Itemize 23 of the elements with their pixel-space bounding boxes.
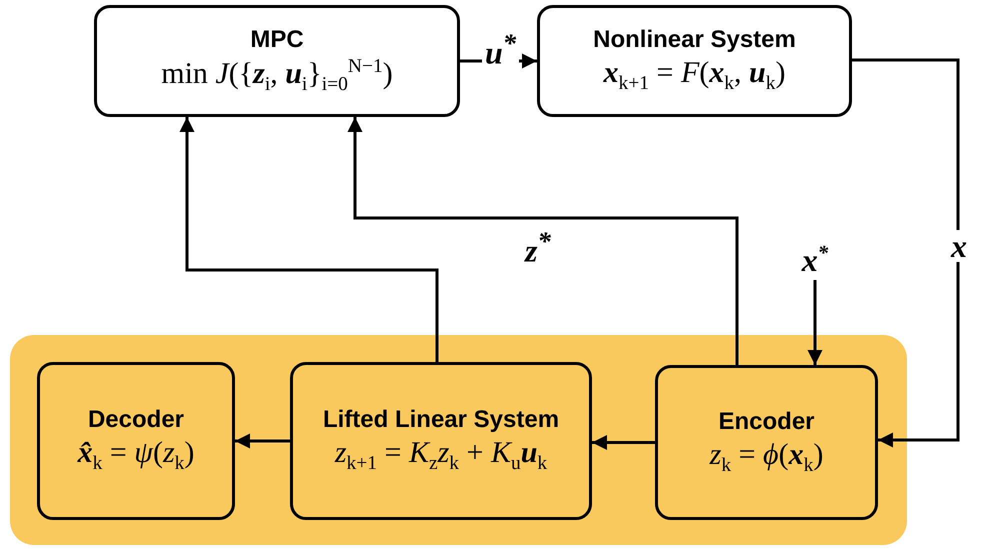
process-box (37, 362, 235, 520)
equation: min J({z$_{i}$, u$_{i}$}$_{i=0}$$^{N−1}$) (161, 54, 393, 96)
process-box (655, 365, 878, 520)
box-title: Lifted Linear System (322, 406, 560, 436)
arrow (348, 117, 738, 365)
process-box (290, 362, 592, 520)
group-panel (10, 335, 907, 545)
equation: z$_{k+1}$ = K$_{z}$z$_{k}$ + K$_{u}$u$_{k}$ (334, 435, 548, 476)
signal-text: x$^{*}$ (802, 240, 828, 280)
box-title: Nonlinear System (593, 26, 796, 56)
process-box (94, 5, 460, 117)
arrow (852, 58, 960, 448)
equation: x̂$_{k}$ = ψ(z$_{k}$) (78, 435, 194, 476)
equation: x$_{k+1}$ = F(x$_{k}$, u$_{k}$) (604, 55, 786, 96)
box-title: Decoder (88, 406, 184, 436)
equation: z$_{k}$ = ϕ(x$_{k}$) (710, 436, 824, 478)
box-title: Encoder (718, 408, 815, 437)
arrow (592, 435, 655, 450)
arrow (180, 117, 438, 362)
arrow (235, 434, 290, 448)
arrow (808, 280, 822, 365)
box-title: MPC (250, 26, 304, 55)
process-box (537, 5, 852, 117)
